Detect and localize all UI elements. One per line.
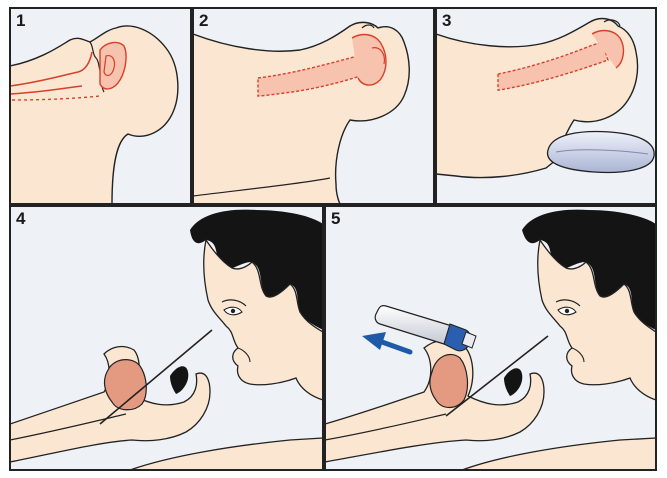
panel-5: 5 — [325, 206, 656, 470]
panel-4: 4 — [10, 206, 323, 470]
panel-2-number: 2 — [199, 11, 208, 30]
panel-2: 2 — [193, 8, 434, 204]
panel-1-number: 1 — [16, 11, 25, 30]
airway-tissue — [430, 354, 468, 407]
panel-4-number: 4 — [16, 209, 26, 228]
panel-5-number: 5 — [331, 209, 340, 228]
panel-3: 3 — [436, 8, 656, 204]
panel-1: 1 — [10, 8, 191, 204]
panel-3-number: 3 — [442, 11, 451, 30]
pillow-icon — [548, 132, 655, 173]
